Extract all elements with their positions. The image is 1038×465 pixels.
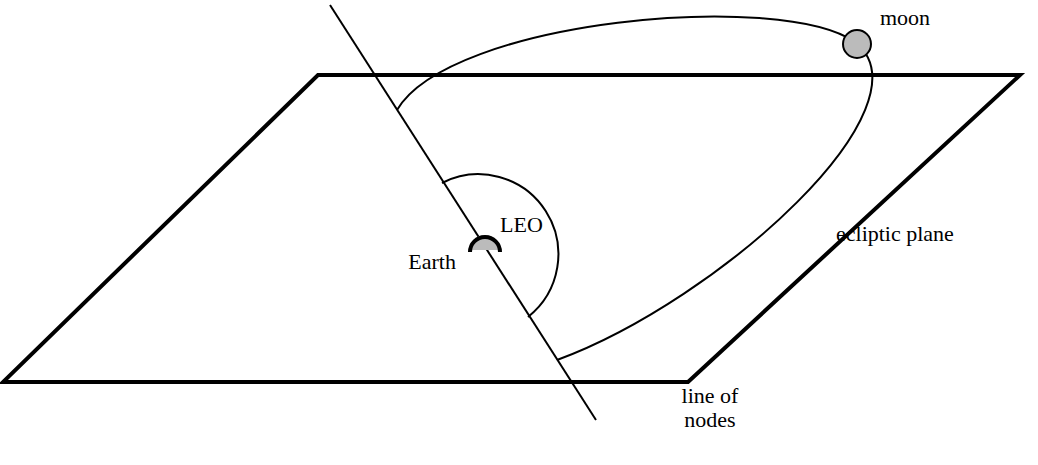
text-label: LEO (500, 213, 543, 237)
moon-body (843, 30, 871, 58)
line-of-nodes (330, 5, 596, 420)
ecliptic-plane (3, 75, 1020, 382)
text-label: moon (880, 6, 930, 30)
moon-orbit (397, 17, 872, 360)
text-label: line of nodes (668, 384, 752, 432)
text-label: Earth (408, 250, 456, 274)
text-label: ecliptic plane (836, 222, 954, 246)
leo-orbit (442, 174, 558, 317)
earth-outline (470, 237, 500, 252)
